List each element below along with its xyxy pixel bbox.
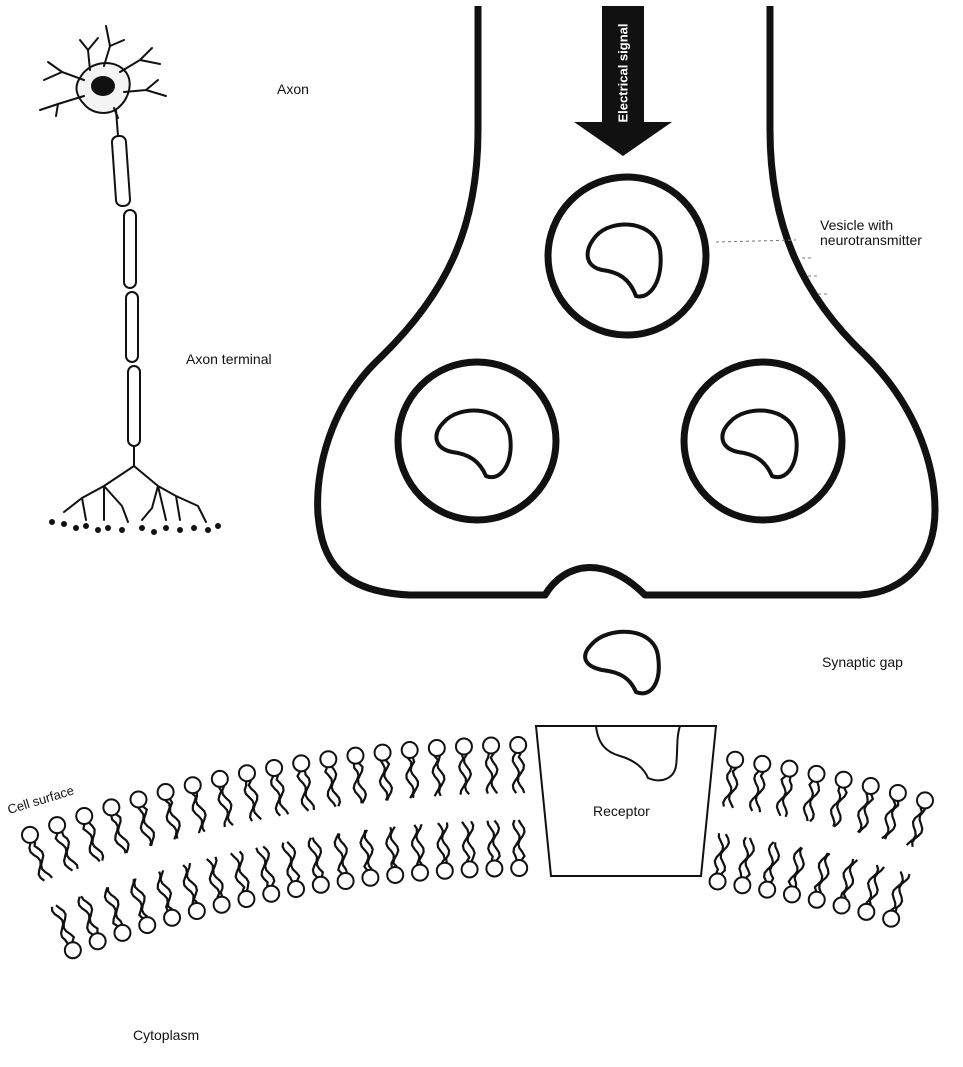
phospholipid-icon	[130, 791, 153, 846]
phospholipid-icon	[723, 752, 743, 808]
label-receptor: Receptor	[593, 804, 650, 819]
vesicle	[398, 362, 556, 520]
phospholipid-icon	[834, 859, 858, 914]
myelin-segment	[126, 292, 138, 362]
phospholipid-icon	[456, 739, 472, 795]
phospholipid-icon	[239, 765, 261, 821]
phospholipid-icon	[386, 827, 403, 883]
myelin-segment	[128, 366, 140, 446]
label-electrical-signal: Electrical signal	[616, 9, 631, 123]
phospholipid-icon	[831, 772, 852, 827]
phospholipid-icon	[511, 820, 527, 876]
phospholipid-icon	[759, 842, 779, 898]
phospholipid-icon	[158, 784, 180, 839]
phospholipid-icon	[347, 748, 365, 804]
phospholipid-icon	[49, 817, 78, 870]
phospholipid-icon	[266, 760, 288, 816]
phospholipid-icon	[105, 887, 131, 941]
phospholipid-icon	[375, 745, 392, 801]
label-vesicle-line1: Vesicle with	[820, 218, 893, 233]
phospholipid-icon	[361, 830, 379, 886]
phospholipid-icon	[212, 771, 233, 827]
phospholipid-icon	[185, 777, 206, 833]
phospholipid-icon	[804, 766, 825, 822]
phospholipid-icon	[402, 742, 418, 798]
phospholipid-icon	[320, 751, 340, 806]
phospholipid-icon	[710, 833, 729, 889]
label-cytoplasm: Cytoplasm	[133, 1028, 199, 1043]
phospholipid-icon	[256, 846, 279, 901]
phospholipid-icon	[734, 837, 753, 893]
phospholipid-icon	[412, 824, 428, 880]
neuron-terminal-buttons	[49, 519, 221, 535]
phospholipid-icon	[79, 896, 106, 949]
phospholipid-icon	[429, 740, 445, 796]
phospholipid-icon	[486, 821, 502, 877]
phospholipid-icon	[510, 737, 526, 793]
phospholipid-icon	[103, 799, 128, 853]
neuron-terminal-branches	[64, 446, 206, 522]
label-axon-terminal: Axon terminal	[186, 352, 272, 367]
phospholipid-icon	[293, 755, 314, 810]
phospholipid-icon	[437, 823, 453, 879]
phospholipid-icon	[309, 838, 329, 893]
phospholipid-icon	[809, 853, 830, 908]
phospholipid-icon	[858, 778, 879, 833]
neuron-nucleus	[92, 77, 114, 95]
myelin-segment	[112, 136, 131, 207]
vesicle	[684, 362, 842, 520]
phospholipid-icon	[483, 738, 499, 794]
phospholipid-icon	[231, 851, 255, 907]
phospholipid-icon	[883, 872, 909, 927]
label-axon: Axon	[277, 82, 309, 97]
myelin-segment	[124, 210, 136, 288]
neurotransmitter-molecule	[585, 632, 659, 694]
phospholipid-icon	[131, 879, 155, 934]
phospholipid-icon	[207, 857, 230, 913]
phospholipid-icon	[76, 808, 103, 861]
phospholipid-icon	[858, 865, 884, 920]
phospholipid-icon	[183, 863, 205, 919]
neuron-axon-top	[116, 110, 118, 136]
phospholipid-icon	[283, 842, 304, 897]
neuron-illustration	[40, 26, 221, 535]
receptor	[536, 726, 716, 876]
phospholipid-icon	[907, 792, 933, 846]
phospholipid-icon	[777, 761, 797, 817]
vesicle	[548, 177, 706, 335]
phospholipid-icon	[335, 833, 354, 889]
phospholipid-icon	[22, 827, 52, 881]
label-synaptic-gap: Synaptic gap	[822, 655, 903, 670]
phospholipid-icon	[158, 870, 180, 925]
phospholipid-icon	[784, 847, 804, 902]
phospholipid-icon	[882, 785, 906, 839]
label-vesicle-line2: neurotransmitter	[820, 233, 922, 248]
phospholipid-bilayer	[22, 737, 933, 958]
phospholipid-icon	[750, 756, 770, 812]
phospholipid-icon	[462, 821, 478, 877]
phospholipid-icon	[52, 905, 81, 958]
